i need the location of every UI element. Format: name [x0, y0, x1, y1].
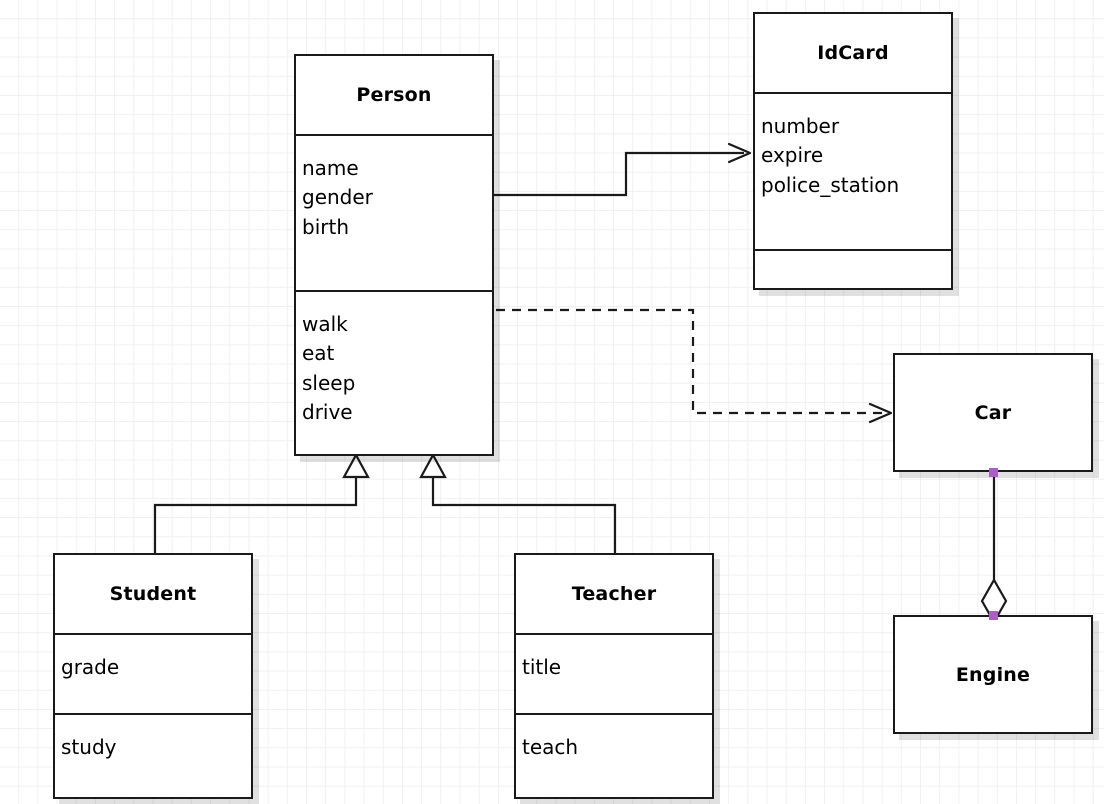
- class-box-car[interactable]: Car: [893, 353, 1093, 472]
- class-title-student: Student: [109, 583, 197, 605]
- class-box-teacher[interactable]: Teacher title teach: [514, 553, 714, 799]
- method-item: teach: [522, 735, 579, 759]
- edge-person-idcard[interactable]: [494, 142, 752, 197]
- class-methods-idcard: [755, 249, 951, 288]
- method-item: sleep: [302, 370, 356, 395]
- method-item: eat: [302, 341, 335, 366]
- connector-handle-car[interactable]: [989, 468, 998, 477]
- class-attributes-teacher: title: [516, 633, 712, 713]
- class-title-car: Car: [974, 401, 1012, 424]
- attribute-item: name: [302, 156, 359, 180]
- attribute-item: grade: [61, 655, 120, 679]
- class-title-teacher: Teacher: [571, 583, 657, 605]
- class-title-idcard: IdCard: [817, 42, 889, 64]
- edge-teacher-person[interactable]: [419, 452, 617, 553]
- class-methods-teacher: teach: [516, 713, 712, 797]
- edge-car-engine[interactable]: [980, 474, 1008, 625]
- class-box-idcard[interactable]: IdCard number expire police_station: [753, 12, 953, 290]
- attribute-item: title: [522, 655, 562, 679]
- attribute-item: gender: [302, 185, 373, 210]
- class-box-student[interactable]: Student grade study: [53, 553, 253, 799]
- method-item: walk: [302, 312, 348, 336]
- connector-handle-engine[interactable]: [989, 611, 998, 620]
- attribute-item: expire: [761, 143, 824, 168]
- class-box-person[interactable]: Person name gender birth walk eat sleep …: [294, 54, 494, 456]
- class-box-engine[interactable]: Engine: [893, 615, 1093, 734]
- method-item: drive: [302, 400, 353, 425]
- edge-student-person[interactable]: [153, 452, 370, 553]
- class-methods-person: walk eat sleep drive: [296, 290, 492, 454]
- class-methods-student: study: [55, 713, 251, 797]
- class-title-engine: Engine: [955, 663, 1031, 686]
- attribute-item: number: [761, 114, 840, 138]
- method-item: study: [61, 735, 117, 759]
- class-attributes-idcard: number expire police_station: [755, 92, 951, 249]
- attribute-item: police_station: [761, 172, 900, 197]
- edge-person-car[interactable]: [496, 308, 893, 424]
- class-attributes-person: name gender birth: [296, 134, 492, 290]
- class-attributes-student: grade: [55, 633, 251, 713]
- class-title-person: Person: [356, 84, 432, 106]
- attribute-item: birth: [302, 214, 349, 239]
